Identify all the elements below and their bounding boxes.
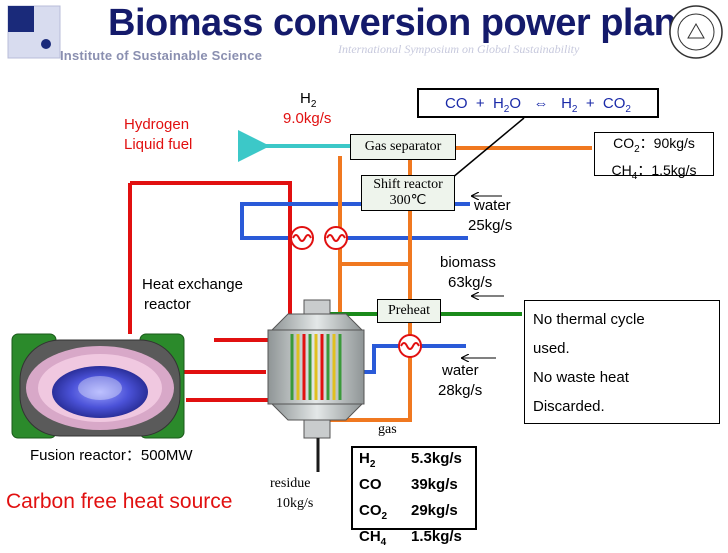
water-top-label: water — [474, 197, 511, 214]
product-line1: Hydrogen — [124, 116, 190, 133]
product-line2: Liquid fuel — [124, 136, 193, 153]
symposium-watermark: International Symposium on Global Sustai… — [338, 42, 580, 56]
water-top-rate: 25kg/s — [468, 217, 513, 234]
fusion-reactor-label: Fusion reactor：500MW — [30, 447, 193, 464]
gas-label: gas — [378, 422, 397, 437]
heat-exchange-label-line1: Heat exchange — [142, 276, 243, 293]
heat-exchange-reactor-vessel — [267, 299, 365, 439]
exhaust-box: CO2：90kg/s CH4：1.5kg/s — [594, 132, 714, 182]
shift-reactor: Shift reactor 300℃ — [361, 175, 455, 211]
biomass-label: biomass — [440, 254, 496, 271]
equation-pointer — [451, 117, 525, 179]
institute-name: Institute of Sustainable Science — [60, 48, 263, 63]
gas-separator: Gas separator — [350, 134, 456, 160]
page-title: Biomass conversion power plant — [108, 2, 689, 44]
water-low-label: water — [442, 362, 479, 379]
residue-label: residue — [270, 476, 311, 491]
note-line: used. — [533, 340, 570, 357]
notes-box: No thermal cycle used. No waste heat Dis… — [524, 300, 720, 424]
note-line: No waste heat — [533, 369, 629, 386]
hydrogen-rate: 9.0kg/s — [283, 110, 332, 127]
residue-rate: 10kg/s — [276, 496, 314, 511]
fusion-reactor-icon — [11, 333, 185, 439]
heat-exchanger-coils — [290, 226, 422, 358]
university-seal — [669, 5, 723, 59]
shift-reaction-equation: CO + H2O ⇔ H2 + CO2 — [417, 88, 659, 118]
input-arrows — [462, 196, 504, 358]
biomass-rate: 63kg/s — [448, 274, 493, 291]
hydrogen-formula: H2 — [300, 90, 317, 110]
note-line: Discarded. — [533, 398, 605, 415]
preheat: Preheat — [377, 299, 441, 323]
institute-logo — [7, 5, 61, 59]
tagline: Carbon free heat source — [6, 490, 233, 513]
note-line: No thermal cycle — [533, 311, 645, 328]
heat-exchange-label-line2: reactor — [144, 296, 191, 313]
water-low-rate: 28kg/s — [438, 382, 483, 399]
